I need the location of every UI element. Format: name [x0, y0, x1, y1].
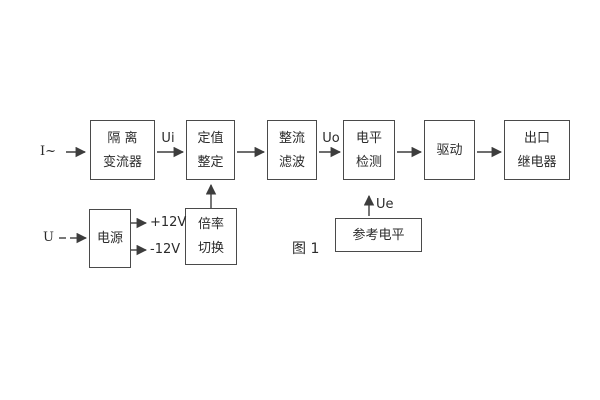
block-label-line2: 整定 — [197, 154, 224, 170]
block-setpoint-adjustment: 定值 整定 — [186, 120, 235, 180]
current-input-label: I~ — [40, 144, 57, 159]
block-label-line2: 变流器 — [102, 154, 142, 170]
block-label-line1: 倍率 — [197, 217, 224, 232]
block-label-line2: 检测 — [355, 154, 382, 170]
block-label-line1: 隔 离 — [107, 130, 138, 146]
block-label-line2: 切换 — [197, 241, 224, 256]
block-output-relay: 出口 继电器 — [504, 120, 570, 180]
block-reference-level: 参考电平 — [335, 218, 422, 252]
block-label-line1: 驱动 — [436, 142, 463, 158]
block-ratio-switching: 倍率 切换 — [185, 208, 237, 265]
voltage-input-label: U — [43, 230, 54, 245]
block-label-line1: 电平 — [355, 130, 382, 146]
block-isolation-transformer: 隔 离 变流器 — [90, 120, 155, 180]
block-power-supply: 电源 — [89, 209, 131, 268]
block-level-detection: 电平 检测 — [343, 120, 395, 180]
signal-ue-label: Ue — [376, 197, 394, 212]
minus12v-label: -12V — [150, 242, 181, 257]
block-rectifier-filter: 整流 滤波 — [267, 120, 317, 180]
block-label-line1: 出口 — [523, 130, 550, 146]
block-label-line1: 参考电平 — [352, 227, 405, 243]
signal-ui-label: Ui — [161, 131, 175, 146]
block-label-line1: 整流 — [278, 130, 305, 146]
block-label-line1: 定值 — [197, 130, 224, 146]
signal-uo-label: Uo — [322, 131, 340, 146]
plus12v-label: +12V — [150, 215, 187, 230]
block-label-line1: 电源 — [96, 231, 123, 246]
block-label-line2: 继电器 — [517, 154, 557, 170]
block-drive: 驱动 — [424, 120, 475, 180]
figure-caption: 图 1 — [292, 241, 320, 257]
block-label-line2: 滤波 — [278, 154, 305, 170]
